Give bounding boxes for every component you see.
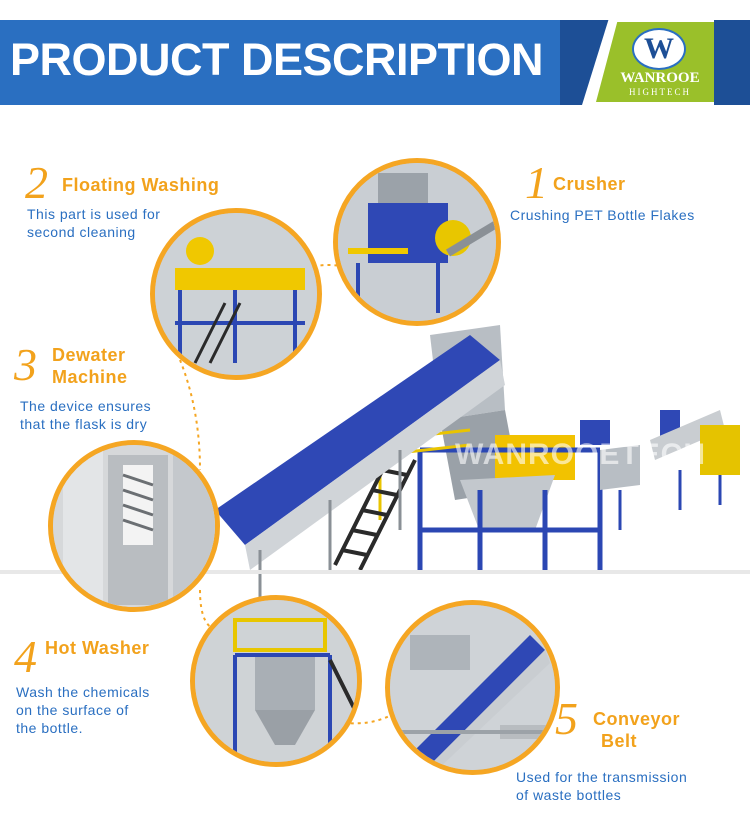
conveyor-belt-illustration	[390, 605, 555, 770]
logo-name: WANROOE	[620, 70, 700, 86]
logo-subtitle: HIGHTECH	[629, 87, 691, 97]
step-3-label: Dewater Machine	[52, 345, 128, 387]
hot-washer-illustration	[195, 600, 357, 762]
step-4-number: 4	[14, 631, 37, 682]
floating-washing-illustration	[155, 213, 317, 375]
step-1-description: Crushing PET Bottle Flakes	[510, 207, 695, 223]
step-3-number: 3	[14, 339, 37, 390]
step-4-description: Wash the chemicals on the surface of the…	[16, 684, 150, 737]
logo-globe-icon: W	[632, 28, 686, 70]
step-1-number: 1	[525, 157, 548, 208]
step-2-number: 2	[25, 157, 48, 208]
step-5-description: Used for the transmission of waste bottl…	[516, 769, 688, 804]
step-1-label: Crusher	[553, 174, 626, 194]
conveyor-belt-photo	[385, 600, 560, 775]
step-5-label: Conveyor Belt	[593, 709, 681, 751]
dewater-machine-illustration	[53, 445, 215, 607]
crusher-illustration	[338, 163, 496, 321]
production-line-image	[0, 264, 750, 725]
step-3-description: The device ensures that the flask is dry	[20, 398, 152, 433]
hot-washer-photo	[190, 595, 362, 767]
step-4-label: Hot Washer	[45, 638, 150, 658]
step-2-description: This part is used for second cleaning	[27, 206, 161, 241]
step-5-number: 5	[555, 693, 578, 744]
floating-washing-photo	[150, 208, 322, 380]
crusher-photo	[333, 158, 501, 326]
dewater-machine-photo	[48, 440, 220, 612]
page-title: PRODUCT DESCRIPTION	[10, 34, 544, 85]
step-2-label: Floating Washing	[62, 175, 220, 195]
header-banner: PRODUCT DESCRIPTION W WANROOE HIGHTECH	[0, 0, 750, 110]
watermark: WANROOETECH	[455, 438, 706, 471]
